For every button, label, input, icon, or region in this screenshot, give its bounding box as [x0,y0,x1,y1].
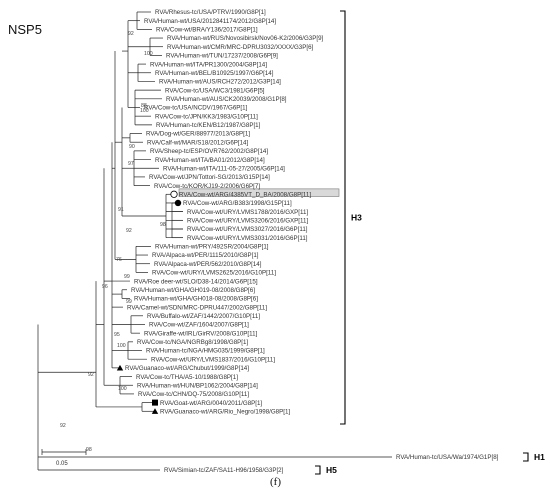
tip-label: RVA/Cow-wt/URY/LVMS3206/2016/GXP[11] [187,218,308,225]
tip-label: RVA/Cow-wt/URY/LVMS1837/2016/G10P[11] [151,356,275,363]
bootstrap-value: 90 [129,144,135,150]
outgroup-label: RVA/Human-tc/USA/Wa/1974/G1P[8] [396,454,499,461]
tip-label: RVA/Cow-tc/THA/A5-10/1988/G8P[1] [136,374,238,381]
tip-label: RVA/Cow-wt/BRA/Y136/2017/G8P[1] [156,27,258,34]
open-circle-marker [170,190,178,198]
tip-label: RVA/Camel-wt/SDN/MRC-DPRU447/2002/G8P[11… [127,304,267,311]
highlight-box [178,188,340,197]
tip-label: RVA/Cow-wt/URY/LVMS1788/2016/GXP[11] [187,209,308,216]
clade-h3-label: H3 [351,213,362,223]
bootstrap-value: 97 [128,161,134,167]
tip-label: RVA/Alpaca-wt/PER/562/2010/G8P[14] [154,261,262,268]
tip-label: RVA/Cow-tc/KOR/KJ19-2/2006/G6P[7] [154,183,260,190]
tip-label: RVA/Cow-wt/ARG/4385VT_D_BA/2008/G8P[11] [179,191,311,198]
tip-label: RVA/Human-wt/TUN/17237/2008/G6P[9] [166,53,278,60]
tip-label: RVA/Cow-wt/ARG/B383/1998/G15P[11] [183,200,292,207]
bootstrap-value: 100 [140,108,149,114]
bootstrap-value: 96 [102,284,108,290]
filled-circle-marker [174,199,182,207]
tip-label: RVA/Human-wt/ITA/PR1300/2004/G8P[14] [150,61,267,68]
bootstrap-values: 9210088100909791929899967699951001009292… [60,31,166,453]
bootstrap-value: 92 [128,31,134,37]
tip-label: RVA/Calf-wt/MAR/S18/2012/G6P[14] [147,139,249,146]
tip-label: RVA/Roe deer-wt/SLO/D38-14/2014/G6P[15] [134,278,258,285]
tip-label: RVA/Human-wt/GHA/GH018-08/2008/G8P[6] [134,296,258,303]
tip-label: RVA/Guanaco-wt/ARG/Chubut/1999/G8P[14] [125,365,249,372]
tip-label: RVA/Human-wt/ITA/BA01/2012/G8P[14] [155,157,265,164]
bootstrap-value: 98 [86,447,92,453]
tip-label: RVA/Human-wt/USA/2012841174/2012/G8P[14] [144,18,276,25]
tip-label: RVA/Cow-wt/URY/LVMS3027/2016/G6P[11] [187,226,308,233]
tip-label: RVA/Human-tc/KEN/B12/1987/G8P[1] [156,122,261,129]
tip-label: RVA/Human-tc/NGA/HMG035/1999/G8P[1] [146,348,265,355]
bootstrap-value: 92 [88,372,94,378]
tip-label: RVA/Cow-wt/URY/LVMS2625/2016/G10P[11] [152,270,276,277]
bootstrap-value: 88 [141,103,147,109]
tip-label: RVA/Human-wt/ITA/111-05-27/2005/G6P[14] [163,165,285,172]
tip-markers [116,190,182,414]
tip-label: RVA/Cow-tc/USA/WC3/1981/G6P[5] [165,87,265,94]
tip-label: RVA/Giraffe-wt/IRL/GirRV/2008/G10P[11] [144,330,258,337]
tip-label: RVA/Buffalo-wt/ZAF/1442/2007/G10P[11] [147,313,260,320]
tip-label: RVA/Cow-wt/ZAF/1604/2007/G8P[1] [149,322,249,329]
tip-label: RVA/Rhesus-tc/USA/PTRV/1990/G8P[1] [155,9,266,16]
tip-label: RVA/Cow-tc/USA/NCDV/1967/G6P[1] [144,105,248,112]
filled-square-marker [152,399,158,406]
filled-triangle-marker [151,408,159,414]
panel-label: (f) [270,476,281,488]
tip-label: RVA/Cow-tc/NGA/NGRBg8/1998/G8P[1] [137,339,248,346]
tip-label: RVA/Human-wt/RUS/Novosibirsk/Nov06-K2/20… [167,35,324,42]
tip-labels: RVA/Rhesus-tc/USA/PTRV/1990/G8P[1] RVA/Hu… [125,9,499,474]
tip-label: RVA/Alpaca-wt/PER/1115/2010/G8P[1] [152,252,259,259]
bootstrap-value: 92 [60,423,66,429]
tip-label: RVA/Human-wt/BEL/B10925/1997/G6P[14] [155,70,274,77]
bootstrap-value: 91 [118,207,124,213]
tip-label: RVA/Goat-wt/ARG/0040/2011/G8P[1] [160,400,262,407]
bootstrap-value: 92 [126,228,132,234]
clade-h3-bracket [340,10,346,425]
bootstrap-value: 76 [116,257,122,263]
tip-label: RVA/Sheep-tc/ESP/OVR762/2002/G8P[14] [150,148,268,155]
bootstrap-value: 98 [160,222,166,228]
tip-label: RVA/Cow-tc/JPN/KK3/1983/G10P[11] [155,113,258,120]
bootstrap-value: 100 [118,386,127,392]
bootstrap-value: 99 [126,299,132,305]
filled-triangle-marker [116,364,124,371]
tip-label: RVA/Human-wt/HUN/BP1062/2004/G8P[14] [137,382,258,389]
tip-label: RVA/Human-wt/PRY/492SR/2004/G8P[1] [155,244,269,251]
tree-title: NSP5 [8,22,42,37]
bootstrap-value: 100 [117,343,126,349]
tip-label: RVA/Dog-wt/GER/88977/2013/G8P[1] [146,131,250,138]
tip-label: RVA/Cow-tc/CHN/DQ-75/2008/G10P[11] [138,391,249,398]
tip-label: RVA/Cow-wt/URY/LVMS3031/2016/G6P[11] [187,235,308,242]
bootstrap-value: 100 [144,51,153,57]
bootstrap-value: 95 [114,332,120,338]
scale-label: 0.05 [56,461,68,467]
clade-h5-label: H5 [326,465,337,475]
tip-label: RVA/Human-wt/AUS/CK20039/2008/G1P[8] [166,96,287,103]
clade-h1-label: H1 [534,452,545,462]
tip-label: RVA/Human-wt/CMR/MRC-DPRU3032/XXXX/G3P[6… [167,44,314,51]
clade-h1-bracket [523,452,529,462]
bootstrap-value: 99 [124,274,130,280]
tip-label: RVA/Human-wt/GHA/GH019-08/2008/G8P[6] [131,287,255,294]
tip-label: RVA/Human-wt/AUS/RCH272/2012/G3P[14] [159,79,281,86]
tree-branches [37,11,392,471]
tip-label: RVA/Cow-wt/JPN/Tottori-SG/2013/G15P[14] [149,174,270,181]
outgroup-label: RVA/Simian-tc/ZAF/SA11-H96/1958/G3P[2] [164,467,284,474]
clade-h5-bracket [315,465,321,475]
tip-label: RVA/Guanaco-wt/ARG/Rio_Negro/1998/G8P[1] [160,408,290,415]
